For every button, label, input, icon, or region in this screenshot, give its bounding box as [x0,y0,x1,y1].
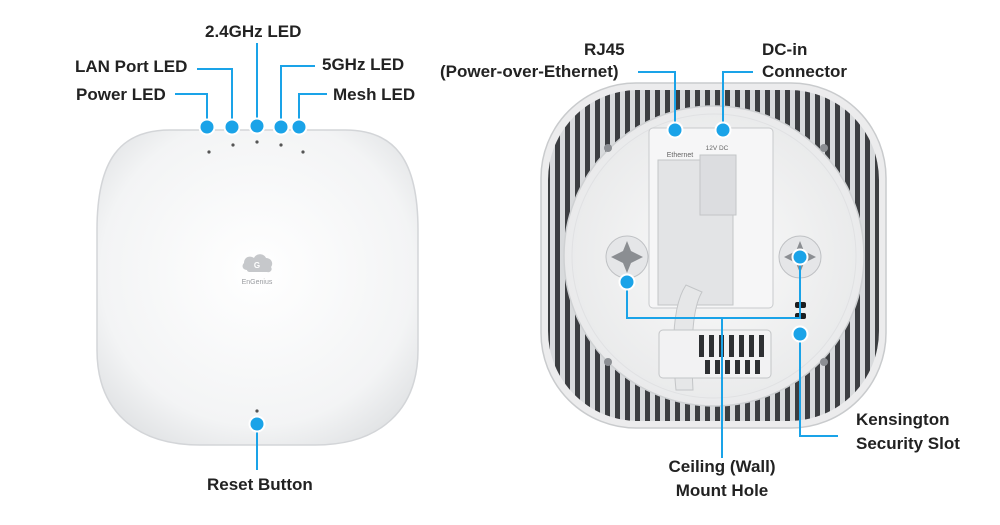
label-5ghz-led: 5GHz LED [322,55,405,74]
rj45-dot [666,121,684,139]
mount-left-dot [618,273,636,291]
lan-led-pinhole [231,143,235,147]
dcin-dot [714,121,732,139]
label-power-led: Power LED [76,85,166,104]
kensington-dot [791,325,809,343]
svg-text:G: G [254,261,260,270]
dcin-line [722,71,753,130]
mount-line [626,257,801,319]
label-rj45: RJ45 [584,40,625,59]
front-body [96,129,419,446]
reset-dot [248,415,266,433]
screw [604,144,612,152]
mesh-led-line [298,93,327,126]
label-lan-port-led: LAN Port LED [75,57,188,76]
callout-lines [175,43,838,470]
lan-led-dot [223,118,241,136]
dc-port-text: 12V DC [706,145,729,152]
reset-pinhole [255,409,259,413]
label-dcin-connector: Connector [762,62,847,81]
power-led-dot [198,118,216,136]
ghz24-led-pinhole [255,140,259,144]
label-security-slot: Security Slot [856,434,960,453]
power-led-line [175,93,208,126]
label-dcin: DC-in [762,40,808,59]
kensington-line [799,334,838,437]
ghz5-led-line [280,65,315,126]
power-led-pinhole [207,150,211,154]
ethernet-port-text: Ethernet [667,152,694,159]
screw [604,358,612,366]
mesh-led-pinhole [301,150,305,154]
callout-dots [198,117,809,433]
lan-led-line [197,68,233,126]
back-device: Ethernet 12V DC [540,82,887,429]
label-mesh-led: Mesh LED [333,85,416,104]
rj45-line [638,71,676,130]
mount-right-dot [791,248,809,266]
label-mount-hole: Mount Hole [675,481,769,500]
engenius-logo: G EnGenius [242,254,273,286]
ghz5-led-pinhole [279,143,283,147]
ghz24-led-dot [248,117,266,135]
label-reset-button: Reset Button [207,475,313,494]
mesh-led-dot [290,118,308,136]
front-device: G EnGenius [96,129,419,446]
screw [820,358,828,366]
mount-hole-left [605,235,649,279]
label-ghz24-led: 2.4GHz LED [205,22,302,41]
label-rj45-poe: (Power-over-Ethernet) [440,62,619,81]
label-ceiling-wall: Ceiling (Wall) [668,457,776,476]
ghz5-led-dot [272,118,290,136]
screw [820,144,828,152]
label-kensington: Kensington [856,410,950,429]
logo-text: EnGenius [242,279,273,286]
